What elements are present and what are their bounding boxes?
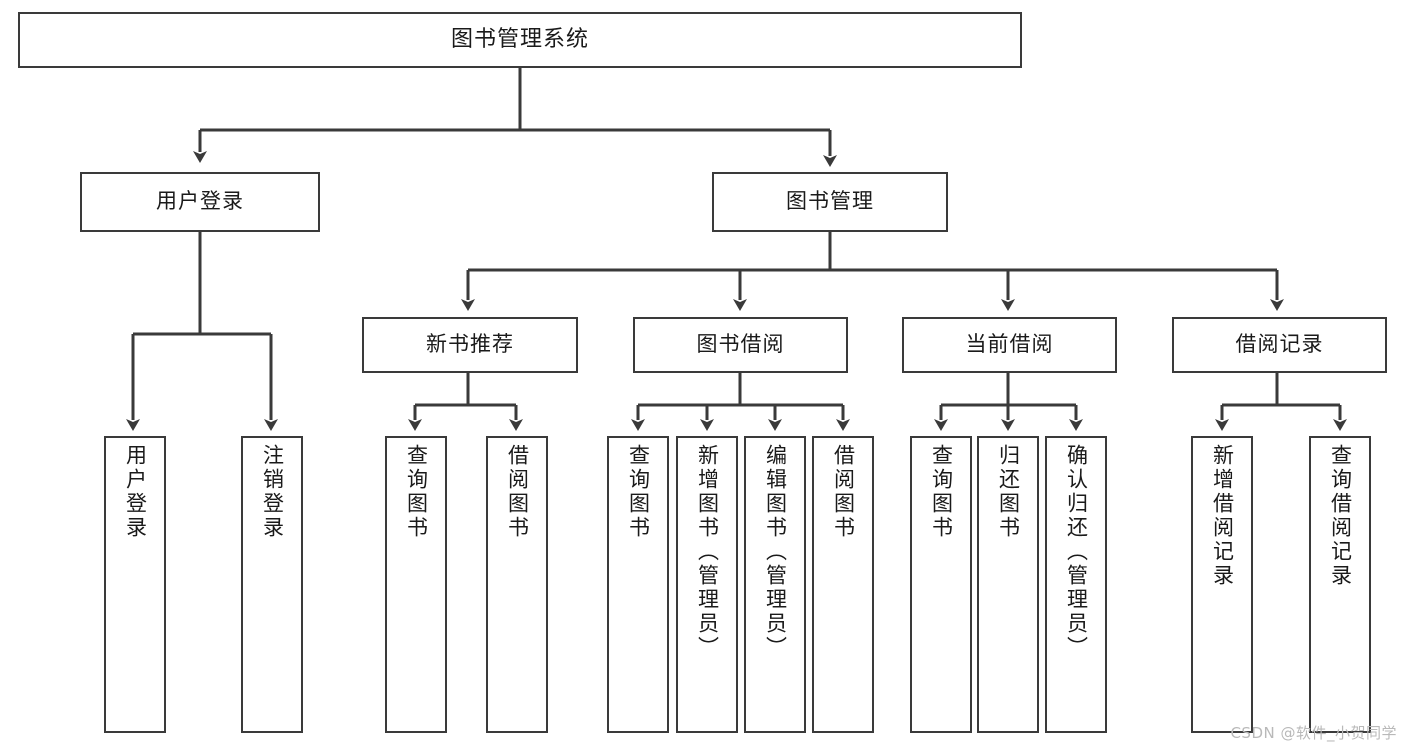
node-label: 用户登录 [156,189,244,214]
node-label: 借阅图书 [831,444,856,540]
node-leaf-add-book-admin[interactable]: 新增图书（管理员） [676,436,738,733]
node-label: 新书推荐 [426,332,514,357]
node-label: 借阅记录 [1235,332,1324,357]
node-book-management[interactable]: 图书管理 [712,172,948,232]
node-leaf-edit-book-admin[interactable]: 编辑图书（管理员） [744,436,806,733]
node-leaf-user-login[interactable]: 用户登录 [104,436,166,733]
node-leaf-logout[interactable]: 注销登录 [241,436,303,733]
node-borrow-record[interactable]: 借阅记录 [1172,317,1387,373]
node-leaf-add-borrow-record[interactable]: 新增借阅记录 [1191,436,1253,733]
node-leaf-query-book-recommend[interactable]: 查询图书 [385,436,447,733]
node-label: 当前借阅 [965,332,1054,357]
node-leaf-confirm-return-admin[interactable]: 确认归还（管理员） [1045,436,1107,733]
node-label: 新增图书（管理员） [695,444,720,660]
csdn-watermark: CSDN @软件_小贺同学 [1230,724,1397,742]
node-leaf-query-book-borrow[interactable]: 查询图书 [607,436,669,733]
node-label: 图书管理系统 [450,26,589,52]
node-label: 编辑图书（管理员） [763,444,788,660]
node-label: 查询图书 [404,444,429,540]
node-leaf-borrow-book[interactable]: 借阅图书 [812,436,874,733]
node-label: 新增借阅记录 [1210,444,1235,588]
node-label: 注销登录 [260,444,285,540]
node-label: 图书借阅 [696,332,785,357]
node-label: 借阅图书 [505,444,530,540]
node-leaf-query-book-current[interactable]: 查询图书 [910,436,972,733]
node-label: 确认归还（管理员） [1064,444,1089,660]
node-leaf-query-borrow-record[interactable]: 查询借阅记录 [1309,436,1371,733]
node-root-book-management-system[interactable]: 图书管理系统 [18,12,1022,68]
node-label: 查询图书 [626,444,651,540]
node-label: 用户登录 [123,444,148,540]
node-user-login[interactable]: 用户登录 [80,172,320,232]
node-label: 归还图书 [996,444,1021,540]
node-leaf-borrow-book-recommend[interactable]: 借阅图书 [486,436,548,733]
node-label: 查询图书 [929,444,954,540]
node-leaf-return-book[interactable]: 归还图书 [977,436,1039,733]
node-label: 查询借阅记录 [1328,444,1353,588]
node-book-borrow[interactable]: 图书借阅 [633,317,848,373]
node-new-book-recommend[interactable]: 新书推荐 [362,317,578,373]
node-label: 图书管理 [786,189,874,214]
node-current-borrow[interactable]: 当前借阅 [902,317,1117,373]
